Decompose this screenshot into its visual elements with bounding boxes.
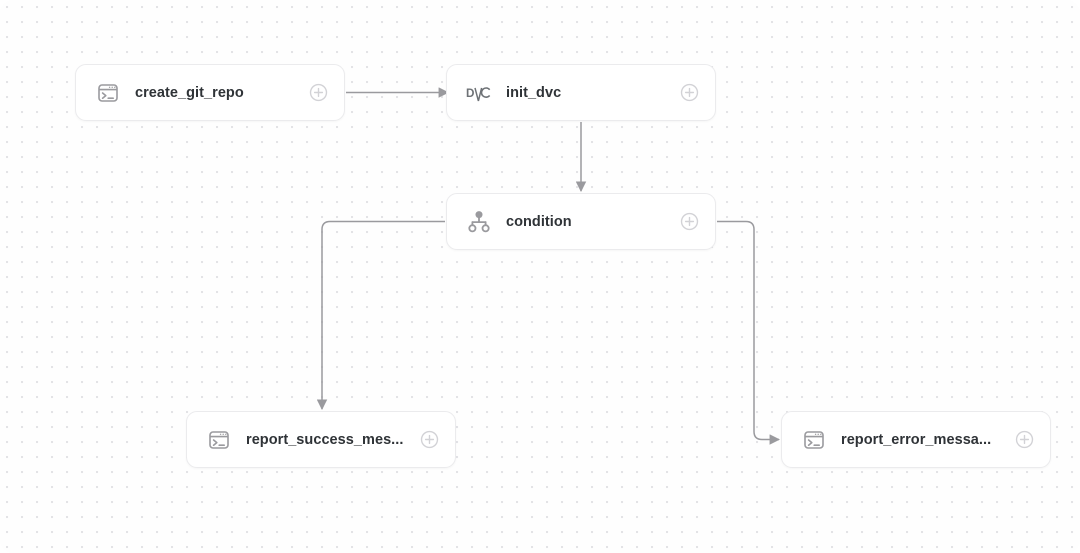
dvc-icon: D — [466, 80, 492, 106]
node-report-success-message[interactable]: report_success_mes... — [186, 411, 456, 468]
add-node-button[interactable] — [1015, 430, 1034, 449]
add-node-button[interactable] — [420, 430, 439, 449]
condition-branch-icon — [466, 209, 492, 235]
terminal-icon — [206, 427, 232, 453]
svg-text:D: D — [466, 86, 474, 99]
node-label: condition — [506, 213, 572, 230]
add-node-button[interactable] — [680, 83, 699, 102]
add-node-button[interactable] — [309, 83, 328, 102]
node-init-dvc[interactable]: D init_dvc — [446, 64, 716, 121]
node-create-git-repo[interactable]: create_git_repo — [75, 64, 345, 121]
node-label: create_git_repo — [135, 84, 244, 101]
add-node-button[interactable] — [680, 212, 699, 231]
edge-condition-to-report-success[interactable] — [316, 220, 445, 411]
terminal-icon — [95, 80, 121, 106]
node-label: report_error_messa... — [841, 431, 992, 448]
edge-condition-to-report-error[interactable] — [717, 220, 781, 445]
node-label: report_success_mes... — [246, 431, 404, 448]
node-report-error-message[interactable]: report_error_messa... — [781, 411, 1051, 468]
node-label: init_dvc — [506, 84, 562, 101]
node-condition[interactable]: condition — [446, 193, 716, 250]
terminal-icon — [801, 427, 827, 453]
